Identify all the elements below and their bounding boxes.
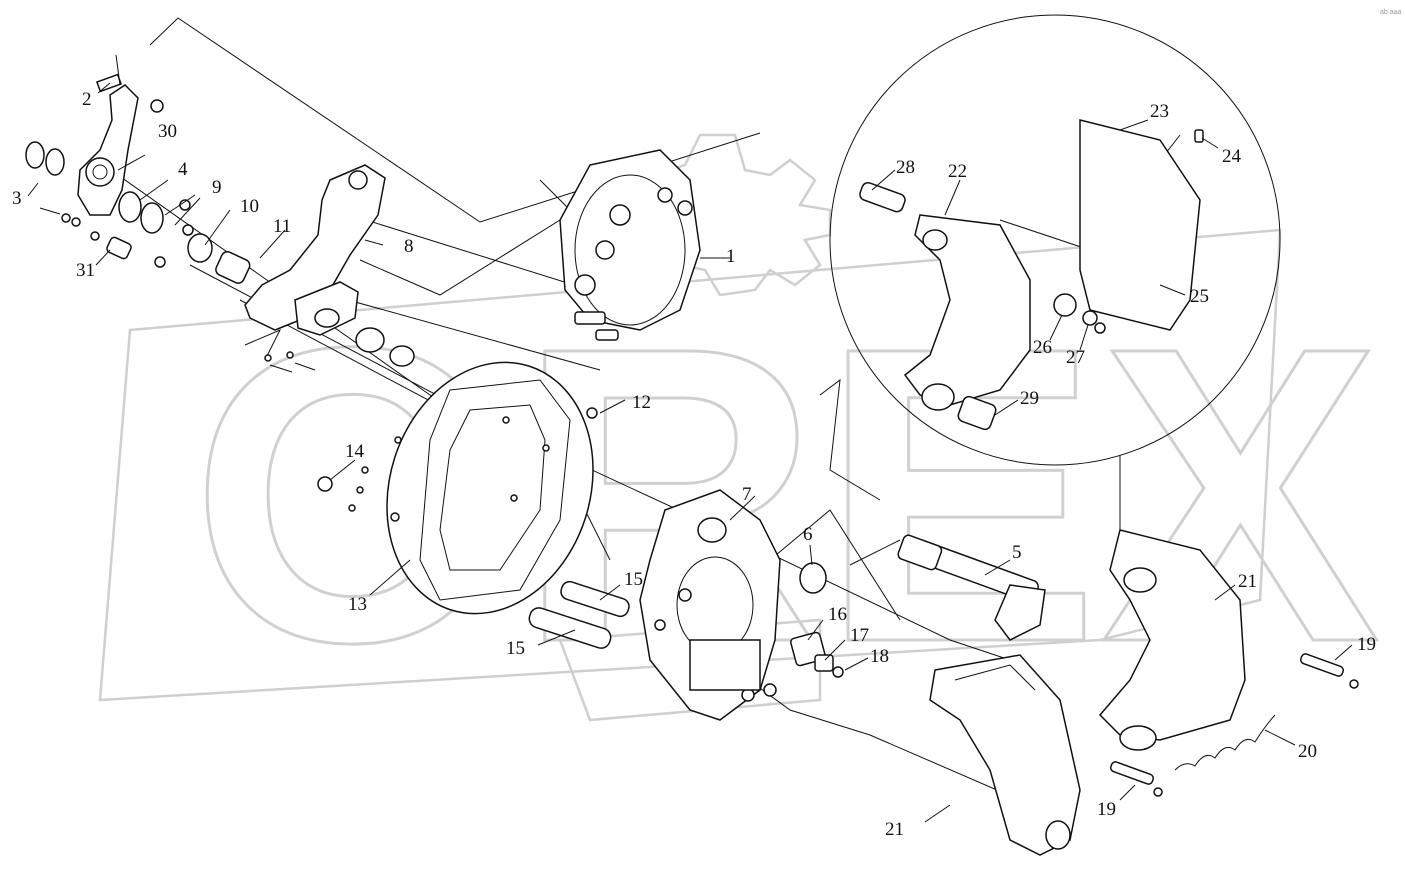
part-labels: 1 2 3 4 5 6 7 8 9 10 11 12 13 14 15 15 1…	[12, 89, 1376, 840]
label-13: 13	[348, 594, 367, 615]
dust-shield	[317, 361, 598, 615]
label-16: 16	[828, 604, 847, 625]
anchor-pins	[528, 580, 630, 649]
label-15a: 15	[624, 569, 643, 590]
label-3: 3	[12, 188, 22, 209]
brake-shoe-right	[1098, 529, 1246, 751]
label-21b: 21	[885, 819, 904, 840]
return-spring	[1174, 714, 1276, 771]
spider-plate	[639, 489, 781, 721]
label-19b: 19	[1097, 799, 1116, 820]
seal	[799, 562, 827, 594]
roller-pins	[1109, 653, 1359, 797]
label-23: 23	[1150, 101, 1169, 122]
label-18: 18	[870, 646, 889, 667]
label-30: 30	[158, 121, 177, 142]
label-31: 31	[76, 260, 95, 281]
label-19a: 19	[1357, 634, 1376, 655]
label-10: 10	[240, 196, 259, 217]
left-small-parts	[25, 99, 251, 284]
brake-chamber	[559, 149, 701, 341]
label-12: 12	[632, 392, 651, 413]
label-8: 8	[404, 236, 414, 257]
label-20: 20	[1298, 741, 1317, 762]
label-25: 25	[1190, 286, 1209, 307]
slack-adjuster-arm	[77, 54, 139, 216]
label-28: 28	[896, 157, 915, 178]
adjuster-plate	[790, 631, 844, 678]
label-29: 29	[1020, 388, 1039, 409]
label-21a: 21	[1238, 571, 1257, 592]
detail-circle	[829, 14, 1281, 466]
label-15b: 15	[506, 638, 525, 659]
brake-shoe-lower	[929, 654, 1081, 856]
label-14: 14	[345, 441, 365, 462]
label-6: 6	[803, 524, 813, 545]
camshaft	[849, 534, 1046, 641]
label-17: 17	[850, 625, 869, 646]
label-11: 11	[273, 216, 291, 237]
label-9: 9	[212, 177, 222, 198]
label-5: 5	[1012, 542, 1022, 563]
label-4: 4	[178, 159, 188, 180]
label-2: 2	[82, 89, 92, 110]
label-1: 1	[726, 246, 736, 267]
label-24: 24	[1222, 146, 1242, 167]
camshaft-bracket	[244, 164, 415, 373]
corner-mark: ab aaa	[1380, 9, 1402, 16]
label-7: 7	[742, 484, 752, 505]
label-26: 26	[1033, 337, 1052, 358]
leaders	[27, 82, 1353, 823]
label-22: 22	[948, 161, 967, 182]
label-27: 27	[1066, 347, 1085, 368]
detail-shoe	[859, 119, 1204, 431]
